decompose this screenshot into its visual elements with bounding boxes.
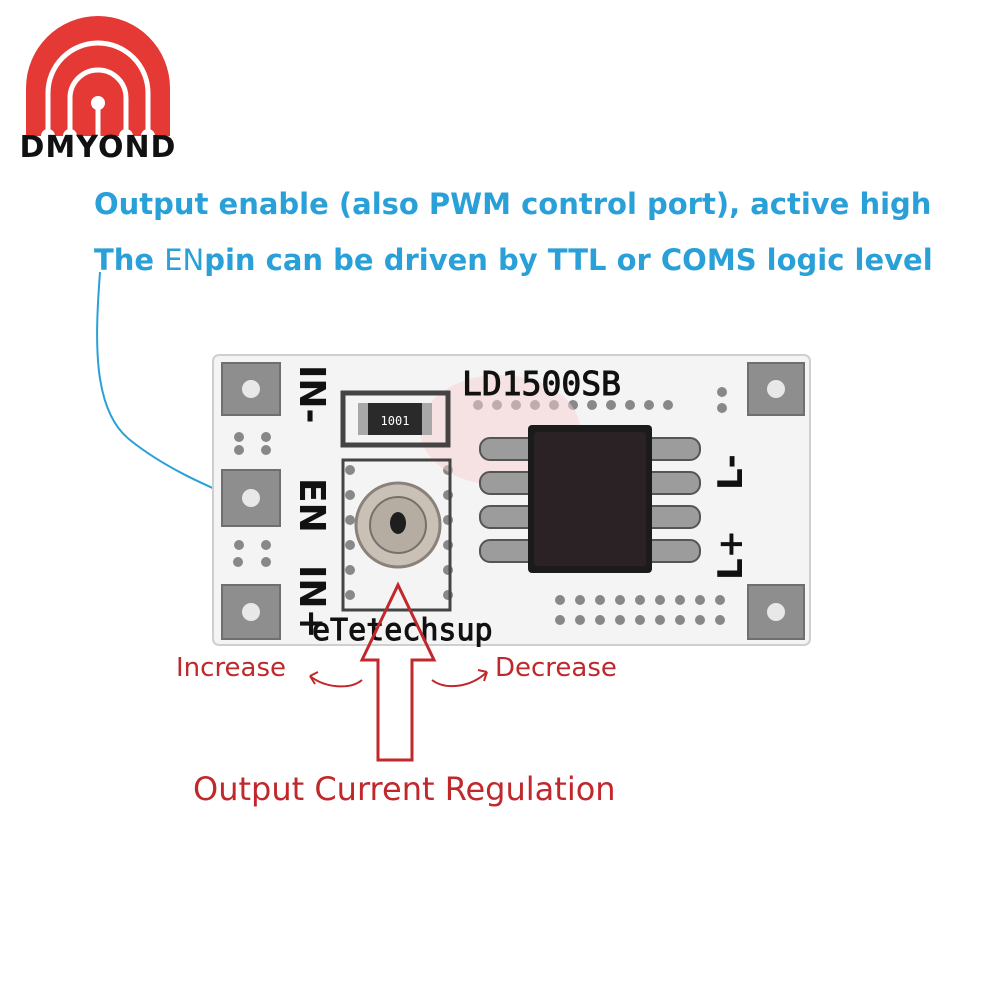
dmyond-logo-icon — [26, 16, 170, 143]
line2-en: EN — [164, 243, 205, 277]
line2-suffix: pin can be driven by TTL or COMS logic l… — [204, 243, 933, 277]
regulation-arrow — [359, 581, 437, 762]
enable-description-line1: Output enable (also PWM control port), a… — [94, 187, 932, 221]
resistor-footprint — [340, 390, 451, 448]
resistor — [366, 403, 424, 435]
pot-footprint — [341, 458, 452, 612]
line2-prefix: The — [94, 243, 165, 277]
decrease-curve-arrow — [431, 671, 488, 688]
silk-en: EN — [291, 478, 332, 533]
silk-l-plus: L+ — [711, 530, 751, 580]
model-silk: LD1500SB — [462, 364, 621, 403]
enable-description-line2: The ENpin can be driven by TTL or COMS l… — [94, 243, 933, 277]
increase-label: Increase — [176, 653, 287, 683]
output-current-regulation-label: Output Current Regulation — [193, 770, 616, 808]
silk-in-minus: IN- — [291, 365, 332, 423]
resistor-code: 1001 — [381, 414, 410, 428]
decrease-label: Decrease — [495, 653, 617, 683]
logo-text: DMYOND — [19, 130, 177, 165]
increase-curve-arrow — [309, 675, 363, 688]
brand-silk: eTetechsup — [312, 613, 493, 648]
en-pointer-arrow — [96, 271, 241, 501]
silk-in-plus: IN+ — [291, 565, 332, 639]
pad-in-plus — [221, 584, 281, 640]
silk-l-minus: L- — [711, 454, 751, 490]
